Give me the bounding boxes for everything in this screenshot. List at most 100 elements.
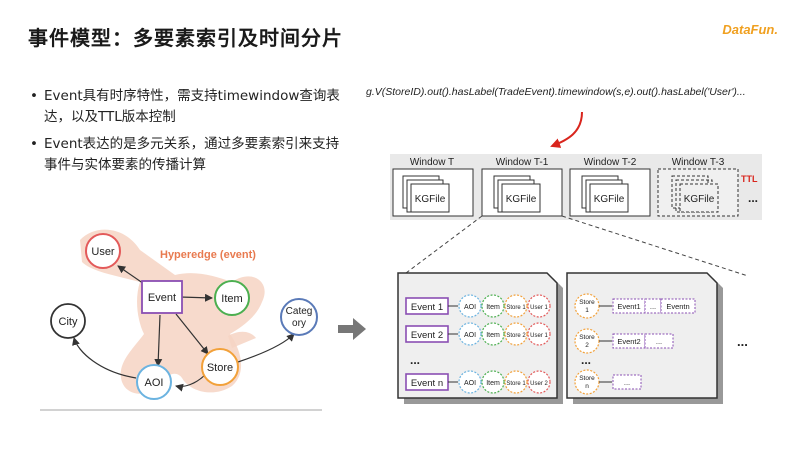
window-t-label: Window T xyxy=(410,157,454,168)
edge-store-aoi xyxy=(175,373,207,392)
window-t1-file-label: KGFile xyxy=(506,194,537,205)
time-window-row: Window T KGFile Window T-1 KGFile Window… xyxy=(390,154,762,220)
node-event xyxy=(141,280,183,314)
event-row2-event-label: Event 2 xyxy=(411,330,443,341)
store-row1-cell3 xyxy=(660,298,696,314)
event-rown-aoi-label: AOI xyxy=(464,380,476,387)
event-row1-aoi-label: AOI xyxy=(464,304,476,311)
bullet-item-multi-relation: Event表达的是多元关系，通过多要素索引来支持事件与实体要素的传播计算 xyxy=(30,134,350,176)
event-rown-item-label: Item xyxy=(486,380,500,387)
store-row1-store-label: Store xyxy=(579,299,595,306)
hyperedge-region-extension xyxy=(228,331,256,348)
store-rown-store xyxy=(574,369,600,395)
event-row2-store-label: Store 2 xyxy=(506,333,526,339)
event-row2-item-label: Item xyxy=(486,332,500,339)
event-rown-event-label: Event n xyxy=(411,378,443,389)
bullet-list: Event具有时序特性，需支持timewindow查询表达，以及TTL版本控制 … xyxy=(30,86,350,182)
node-item-label: Item xyxy=(221,293,242,305)
store-row2-store-label: Store xyxy=(579,334,595,341)
transform-arrow xyxy=(338,318,366,340)
store-row1-store-number: 1 xyxy=(585,307,589,314)
event-row1-store xyxy=(504,294,528,318)
node-item xyxy=(214,280,250,316)
window-t3-label: Window T-3 xyxy=(672,157,725,168)
edge-event-item xyxy=(179,293,213,302)
panels-trailing-ellipsis: ... xyxy=(737,334,748,349)
store-row2-store xyxy=(574,328,600,354)
store-rown-store-label: Store xyxy=(579,375,595,382)
window-t2-file-icon xyxy=(589,183,629,213)
window-t2-file-label: KGFile xyxy=(594,194,625,205)
event-row1-event-label: Event 1 xyxy=(411,302,443,313)
hyperedge-label: Hyperedge (event) xyxy=(160,249,256,261)
slide-title: 事件模型：多要素索引及时间分片 xyxy=(28,26,343,50)
event-row2-user-label: User 1 xyxy=(530,333,548,339)
node-city xyxy=(50,303,86,339)
window-t-file-label: KGFile xyxy=(415,194,446,205)
zoom-line-left xyxy=(401,215,483,277)
event-row1-aoi xyxy=(458,294,482,318)
window-t2-label: Window T-2 xyxy=(584,157,637,168)
store-row1-cell1-label: Event1 xyxy=(617,302,640,311)
window-t3-file-icon xyxy=(679,183,719,213)
event-rown-user xyxy=(527,370,551,394)
event-row1-item xyxy=(481,294,505,318)
window-t3-file-label: KGFile xyxy=(684,194,715,205)
event-index-dots: ... xyxy=(410,353,420,367)
window-row-ellipsis: ... xyxy=(748,191,758,205)
event-row2-user xyxy=(527,322,551,346)
event-rown-aoi xyxy=(458,370,482,394)
event-row1-store-label: Store 1 xyxy=(506,305,526,311)
edge-event-store xyxy=(175,313,209,355)
node-category-label-line2: ory xyxy=(292,318,306,329)
node-category xyxy=(280,298,318,336)
event-row2-aoi xyxy=(458,322,482,346)
hypergraph: Hyperedge (event) User Event Item City C… xyxy=(40,229,322,411)
node-store-label: Store xyxy=(207,362,233,374)
edge-event-aoi xyxy=(154,314,163,367)
event-row1-item-label: Item xyxy=(486,304,500,311)
event-row1-user xyxy=(527,294,551,318)
store-rown-cell1-label: ... xyxy=(624,378,630,387)
edge-aoi-city xyxy=(72,337,137,379)
event-index-panel: Event 1 AOI Item Store 1 User 1 Event 2 … xyxy=(397,272,563,404)
gremlin-query: g.V(StoreID).out().hasLabel(TradeEvent).… xyxy=(366,86,746,98)
query-arrow xyxy=(550,111,583,148)
event-row2-aoi-label: AOI xyxy=(464,332,476,339)
zoom-line-right xyxy=(561,215,749,277)
datafun-logo: DataFun. xyxy=(722,22,778,37)
store-row1-store xyxy=(574,293,600,319)
node-event-label: Event xyxy=(148,292,176,304)
store-row2-cell2 xyxy=(644,333,674,349)
node-city-label: City xyxy=(59,316,78,328)
node-user-label: User xyxy=(91,246,115,258)
event-row2-store xyxy=(504,322,528,346)
store-row2-cell2-label: ... xyxy=(656,337,662,346)
store-index-dots: ... xyxy=(581,353,591,367)
window-t1-label: Window T-1 xyxy=(496,157,549,168)
event-rown-store-label: Store 1 xyxy=(506,381,526,387)
store-row1-cell3-label: Eventn xyxy=(666,302,689,311)
node-user xyxy=(85,233,121,269)
store-rown-cell1 xyxy=(612,374,642,390)
window-t-file-icon xyxy=(410,183,450,213)
store-rown-store-number: n xyxy=(585,383,589,390)
window-t1-file-icon xyxy=(501,183,541,213)
ttl-label: TTL xyxy=(741,174,758,184)
event-row2-item xyxy=(481,322,505,346)
node-aoi xyxy=(136,364,172,400)
event-row1-user-label: User 1 xyxy=(530,305,548,311)
store-row1-cell2-label: ... xyxy=(650,302,656,311)
store-row2-cell1-label: Event2 xyxy=(617,337,640,346)
node-aoi-label: AOI xyxy=(145,377,164,389)
event-rown-item xyxy=(481,370,505,394)
node-category-label-line1: Categ xyxy=(286,306,313,317)
store-index-panel: Store 1 Event1 ... Eventn Store 2 Event2… xyxy=(566,272,723,404)
bullet-item-timewindow: Event具有时序特性，需支持timewindow查询表达，以及TTL版本控制 xyxy=(30,86,350,128)
node-store xyxy=(201,348,239,386)
event-rown-user-label: User 2 xyxy=(530,381,548,387)
event-rown-store xyxy=(504,370,528,394)
logo-text: DataFun. xyxy=(722,22,778,37)
store-row2-store-number: 2 xyxy=(585,342,589,349)
